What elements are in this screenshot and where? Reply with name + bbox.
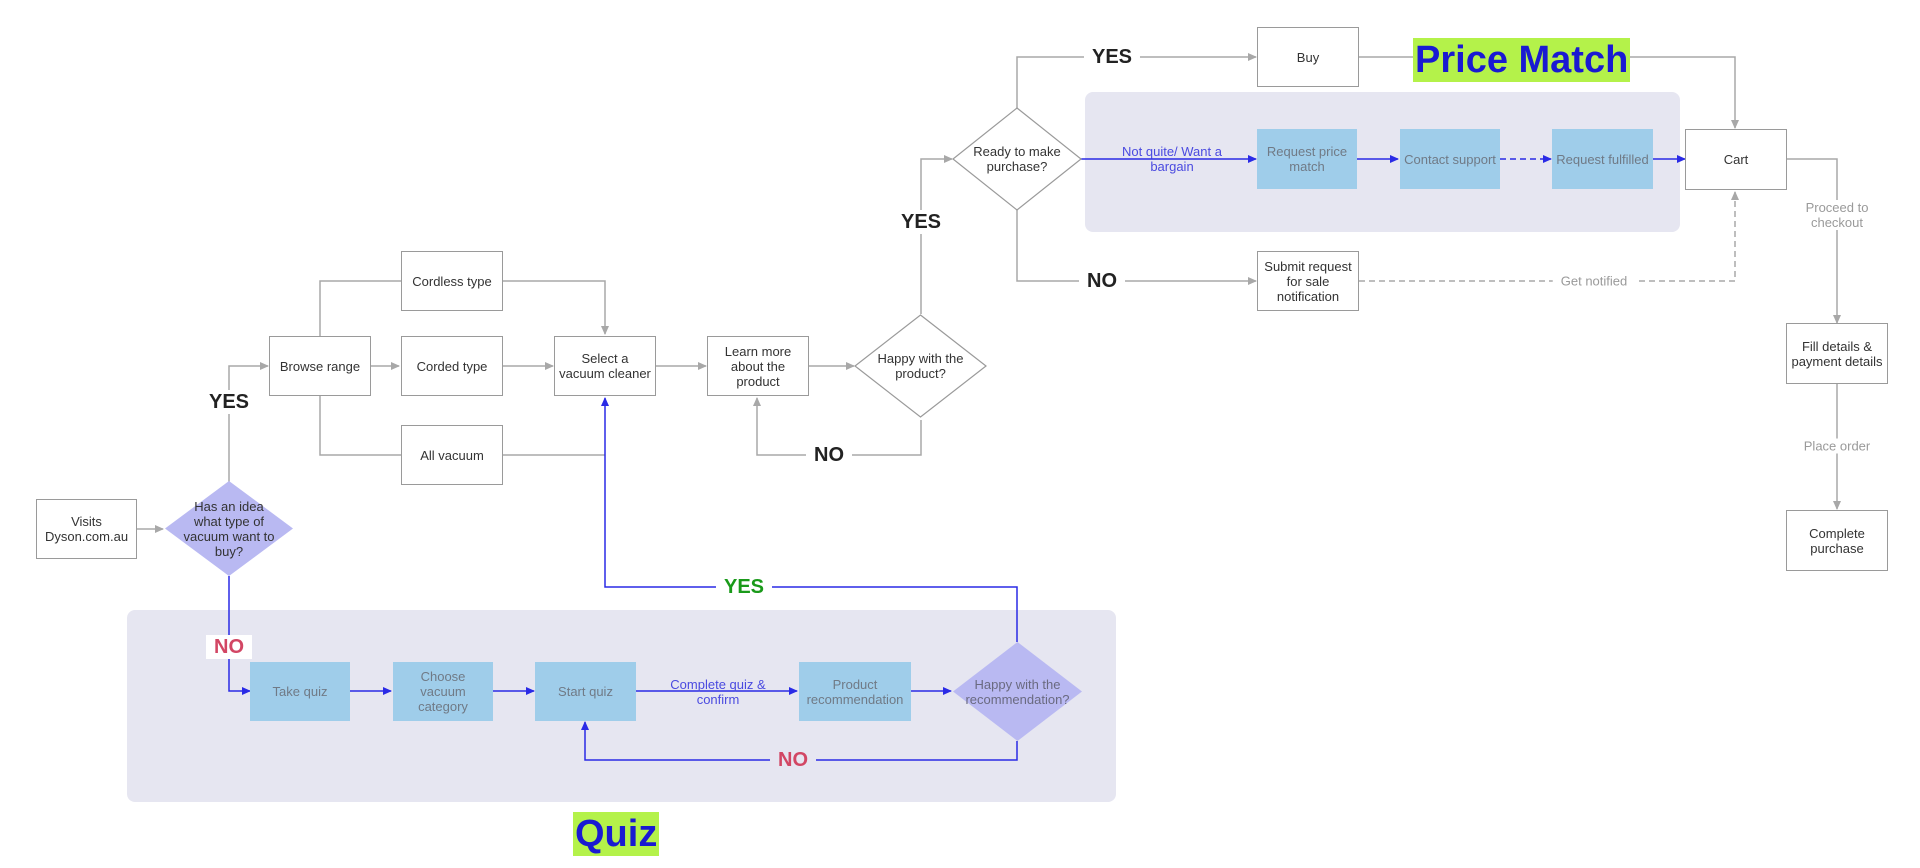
node-request-price-match: Request price match (1257, 129, 1357, 189)
node-visits: Visits Dyson.com.au (36, 499, 137, 559)
edge-ready-buy (1016, 53, 1257, 108)
edge-happy-ready (920, 155, 953, 314)
label-place-order: Place order (1795, 438, 1879, 454)
label-no-learn: NO (806, 443, 852, 467)
edge-idea-no-takequiz (228, 576, 251, 695)
decision-ready-purchase: Ready to make purchase? (952, 107, 1082, 211)
edge-idea-browse (228, 362, 269, 482)
edge-cordless-select (502, 280, 609, 335)
node-corded-type: Corded type (401, 336, 503, 396)
edge-get-notified (1359, 191, 1739, 282)
label-yes-buy: YES (1083, 45, 1141, 69)
edge-browse-cordless (319, 280, 401, 336)
node-cart: Cart (1685, 129, 1787, 190)
label-yes-ready: YES (892, 210, 950, 234)
node-learn-more: Learn more about the product (707, 336, 809, 396)
label-no-quiz: NO (206, 635, 252, 659)
node-buy: Buy (1257, 27, 1359, 87)
node-browse-range: Browse range (269, 336, 371, 396)
node-submit-request: Submit request for sale notification (1257, 251, 1359, 311)
label-yes-browse: YES (200, 390, 258, 414)
label-no-submit: NO (1079, 269, 1125, 293)
node-start-quiz: Start quiz (535, 662, 636, 721)
node-choose-category: Choose vacuum category (393, 662, 493, 721)
node-complete-purchase: Complete purchase (1786, 510, 1888, 571)
decision-has-idea: Has an idea what type of vacuum want to … (165, 481, 293, 576)
node-contact-support: Contact support (1400, 129, 1500, 189)
title-price-match: Price Match (1413, 38, 1631, 82)
edge-cart-checkout (1786, 158, 1841, 324)
decision-happy-product: Happy with the product? (854, 314, 987, 418)
node-all-vacuum: All vacuum (401, 425, 503, 485)
decision-happy-product-text: Happy with the product? (877, 351, 964, 381)
node-cordless-type: Cordless type (401, 251, 503, 311)
decision-happy-recommendation: Happy with the recommendation? (953, 642, 1082, 741)
node-select-vacuum: Select a vacuum cleaner (554, 336, 656, 396)
edge-recommend-yes-select (601, 397, 1018, 642)
decision-happy-recommendation-text: Happy with the recommendation? (965, 676, 1070, 707)
label-not-quite: Not quite/ Want a bargain (1122, 144, 1222, 174)
decision-ready-purchase-text: Ready to make purchase? (973, 144, 1061, 174)
label-get-notified: Get notified (1552, 273, 1636, 289)
node-fill-details: Fill details & payment details (1786, 323, 1888, 384)
label-no-recommend: NO (770, 748, 816, 772)
label-proceed-checkout: Proceed to checkout (1793, 200, 1881, 230)
label-complete-quiz: Complete quiz & confirm (670, 677, 766, 707)
edge-ready-submit (1016, 210, 1257, 285)
edge-browse-all (319, 396, 401, 456)
node-take-quiz: Take quiz (250, 662, 350, 721)
node-product-recommendation: Product recommendation (799, 662, 911, 721)
decision-has-idea-text: Has an idea what type of vacuum want to … (183, 498, 275, 559)
node-request-fulfilled: Request fulfilled (1552, 129, 1653, 189)
title-quiz: Quiz (573, 812, 660, 856)
label-yes-recommend: YES (715, 575, 773, 599)
